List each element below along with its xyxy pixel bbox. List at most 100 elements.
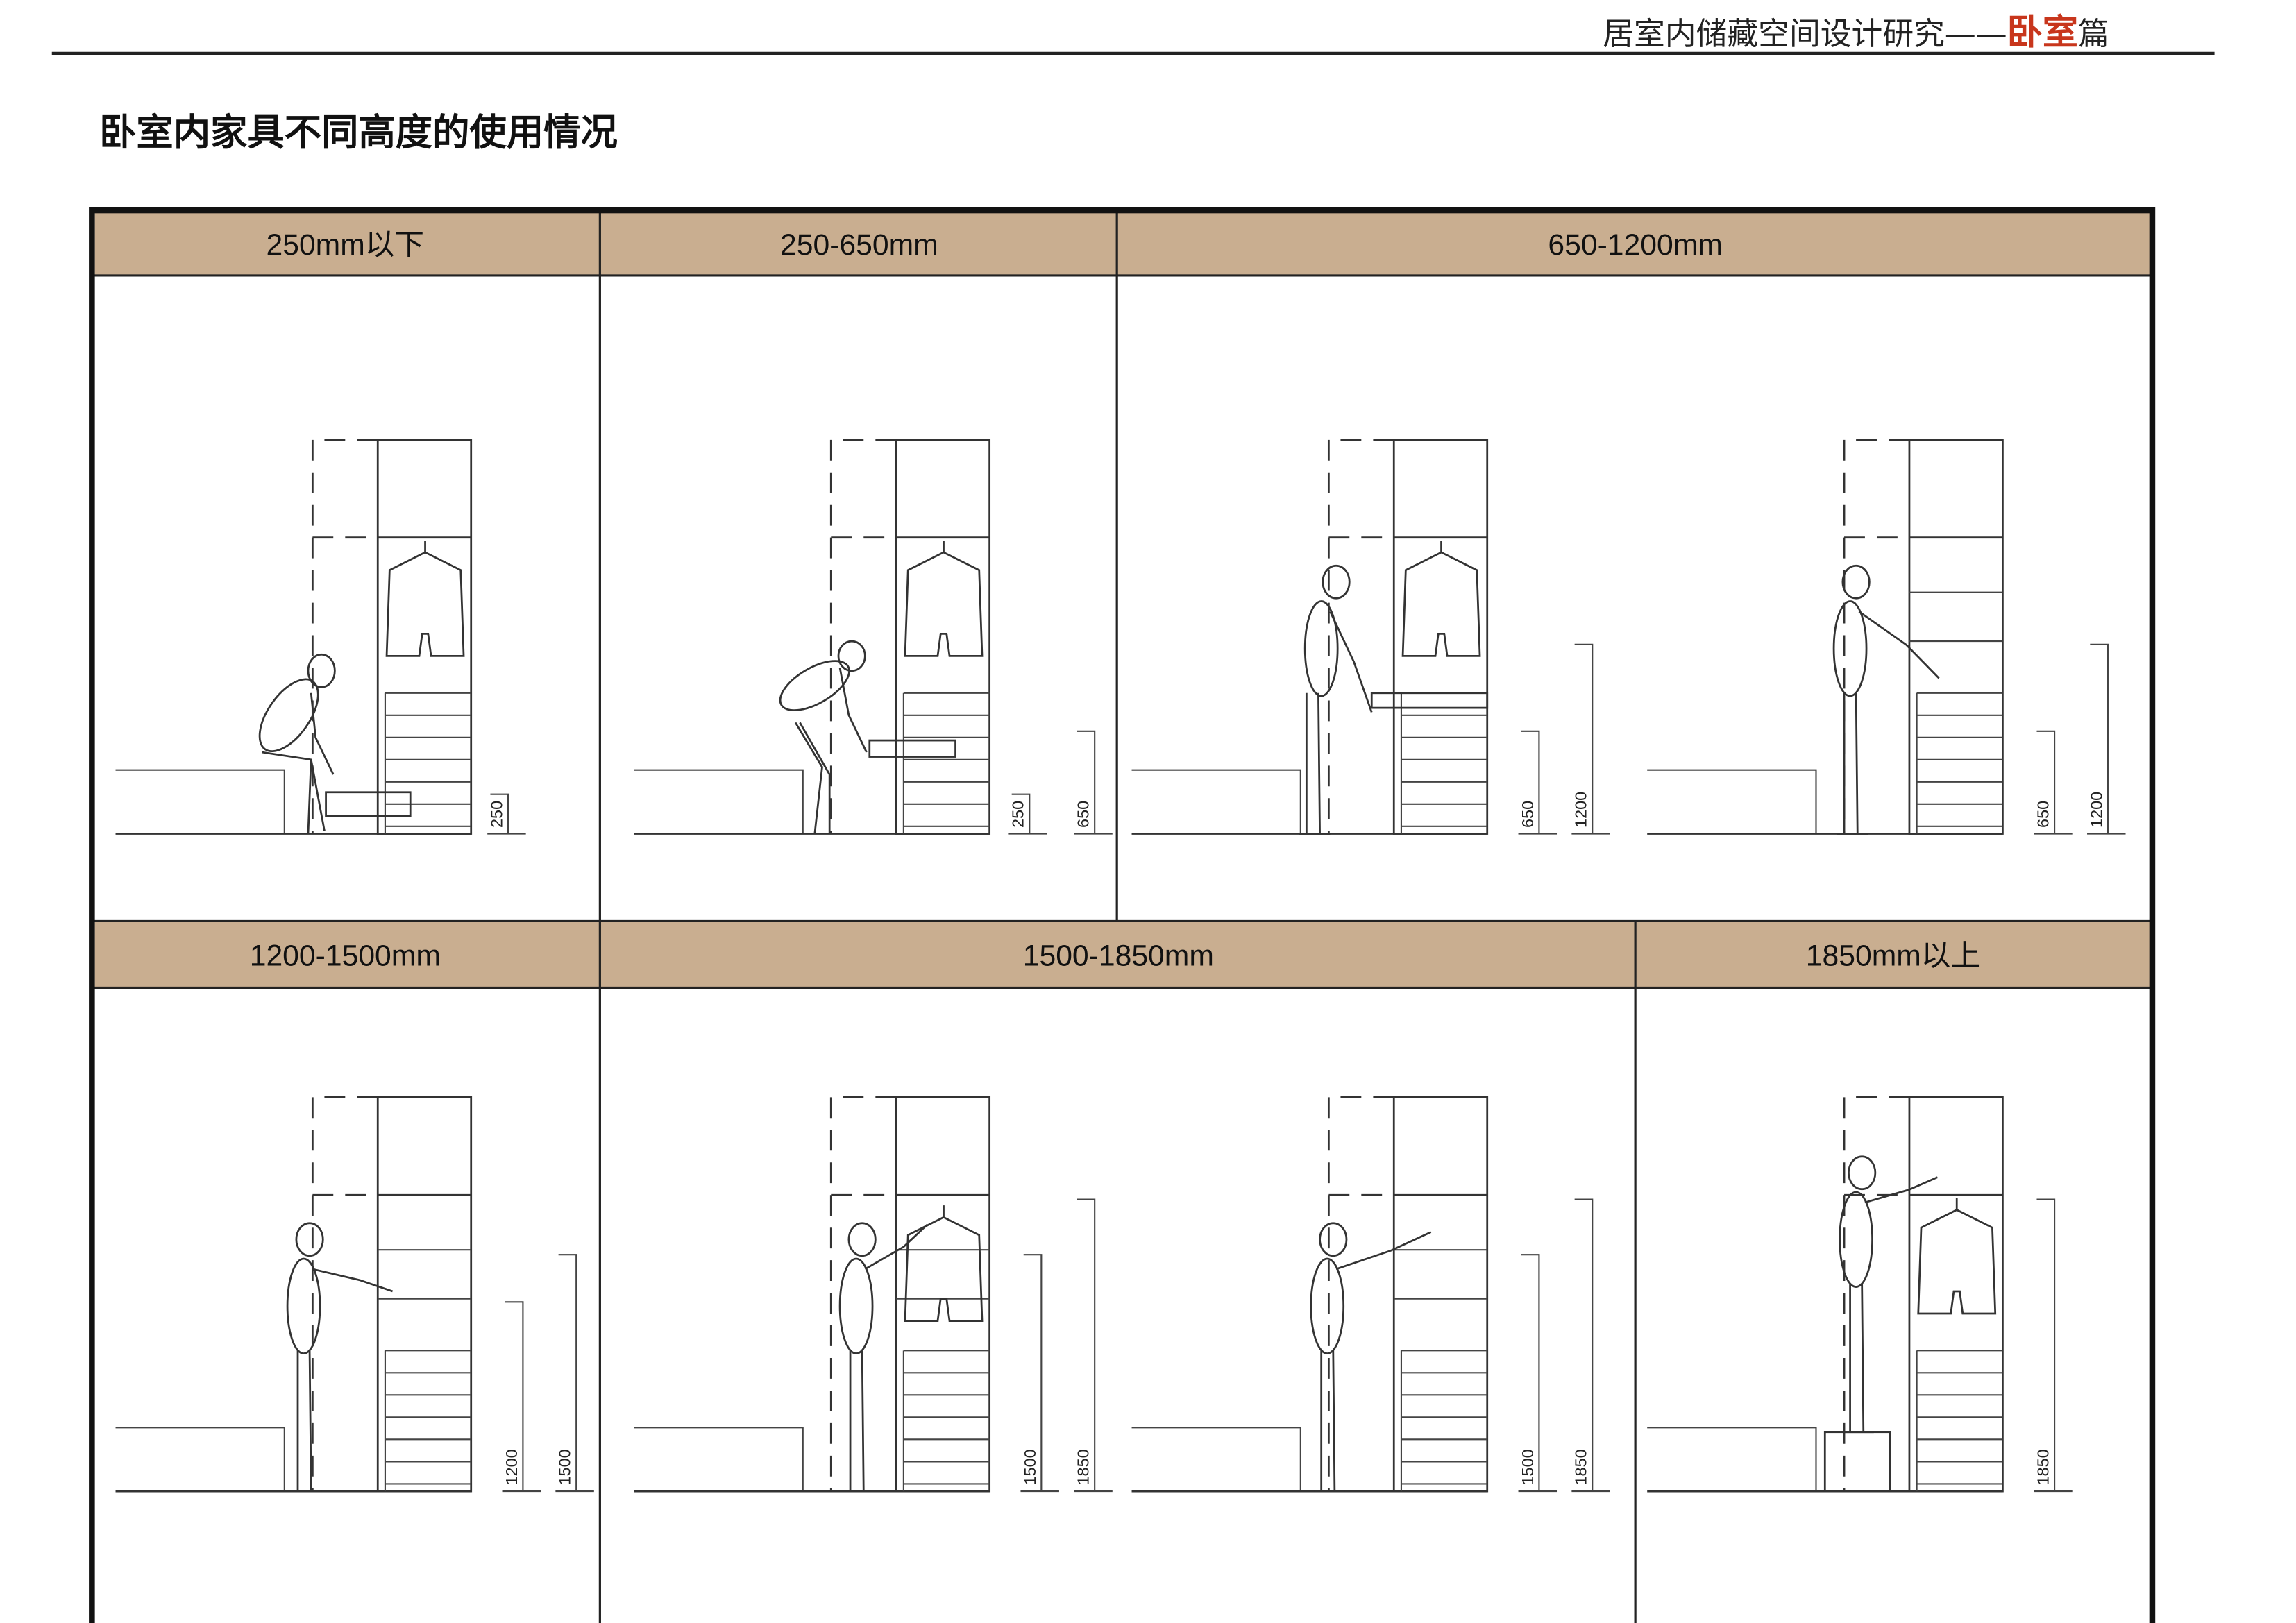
legs [1305,692,1321,834]
dimension-label: 1500 [1021,1449,1039,1485]
dimension-label: 650 [1519,801,1537,828]
dimension-line [1074,730,1113,835]
page-title: 卧室内家具不同高度的使用情况 [99,110,618,154]
dimension-line [1571,643,1610,835]
arm [312,1268,394,1293]
jacket-icon [1401,540,1481,657]
dimension-label: 1850 [1572,1449,1590,1485]
dimension-line [487,793,526,835]
header-accent: 卧室 [2007,12,2078,53]
bed [1647,769,1817,834]
dimension-label: 1200 [503,1449,521,1485]
dimension-label: 1200 [2087,792,2105,828]
extension-outline [1843,1096,1909,1492]
legs [794,722,831,834]
human-figure [1839,1155,1939,1434]
column-header: 1850mm以上 [1806,939,1980,972]
torso [1839,1191,1873,1288]
dimension-label: 1200 [1572,792,1590,828]
header-tail: 篇 [2078,15,2109,52]
bed [1131,1427,1301,1492]
torso [1310,1257,1345,1354]
column-header: 650-1200mm [1548,228,1722,262]
dimension-line [1518,730,1558,835]
wardrobe [376,439,473,835]
dimension-line [2034,730,2073,835]
extension-outline [829,1096,897,1492]
wardrobe [895,439,991,835]
arm [1335,1231,1432,1271]
head [847,1222,877,1257]
arm [1858,611,1940,679]
extension-outline [1843,439,1909,834]
human-figure [1299,564,1373,835]
dimension-label: 1850 [2034,1449,2052,1485]
dimension-line [1008,793,1047,835]
dimension-label: 250 [488,801,506,828]
dimension-label: 650 [2034,801,2052,828]
dimension-line [1020,1254,1059,1493]
dimension-line [2087,643,2126,835]
dimension-line [555,1254,594,1493]
extension-outline [829,439,897,834]
head [307,653,336,688]
bed [115,769,285,834]
arm [838,668,868,753]
head [295,1222,324,1257]
dimension-label: 1500 [1519,1449,1537,1485]
wardrobe [376,1096,473,1493]
bed [634,1427,804,1492]
header-title: 居室内储藏空间设计研究—— [1603,15,2007,52]
extension-outline [311,439,378,834]
scene-stool-reach: 1850 [1647,1096,2073,1493]
column-header: 1500-1850mm [1023,939,1214,972]
scene-seated: 250 [115,439,526,835]
column-header: 250mm以下 [266,228,424,262]
head [837,640,866,672]
legs [296,1350,312,1492]
legs [849,1350,865,1492]
torso [1303,600,1339,697]
scene-hang-jacket: 1500 1850 [634,1096,1113,1493]
dimension-line [502,1301,541,1493]
bed [1131,769,1301,834]
torso [286,1257,321,1354]
arm [1864,1176,1939,1204]
usage-table: 250mm以下 250-650mm 650-1200mm 1200-1500mm… [89,207,2156,1623]
extension-outline [1327,439,1394,834]
head [1841,564,1871,600]
bed [634,769,804,834]
bed [115,1427,285,1492]
dimension-label: 650 [1074,801,1092,828]
pulled-drawer [1370,692,1489,709]
torso [258,678,319,753]
dimension-line [1518,1254,1558,1493]
arm [864,1223,928,1271]
arm [310,692,335,775]
human-figure [1832,564,1940,835]
table-border [89,207,2156,1623]
dimension-line [1571,1198,1610,1493]
legs [1843,692,1859,834]
pulled-drawer [868,739,956,758]
torso [779,660,850,712]
step-stool [1823,1431,1891,1493]
header-row-2 [94,921,2152,988]
head [1319,1222,1348,1257]
legs [262,751,326,834]
arm [1329,611,1373,713]
dimension-label: 1850 [1074,1449,1092,1485]
jacket-icon [904,540,984,657]
svg-text:居室内储藏空间设计研究——卧室篇: 居室内储藏空间设计研究——卧室篇 [1603,12,2109,53]
jacket-icon [904,1205,984,1323]
jacket-icon [385,540,465,657]
dimension-line [2034,1198,2073,1493]
human-figure [286,1222,394,1493]
legs [1849,1284,1865,1432]
scene-reach-high: 1500 1850 [1131,1096,1610,1493]
scene-stand-mid: 650 1200 [1647,439,2126,835]
human-figure [1310,1222,1432,1493]
